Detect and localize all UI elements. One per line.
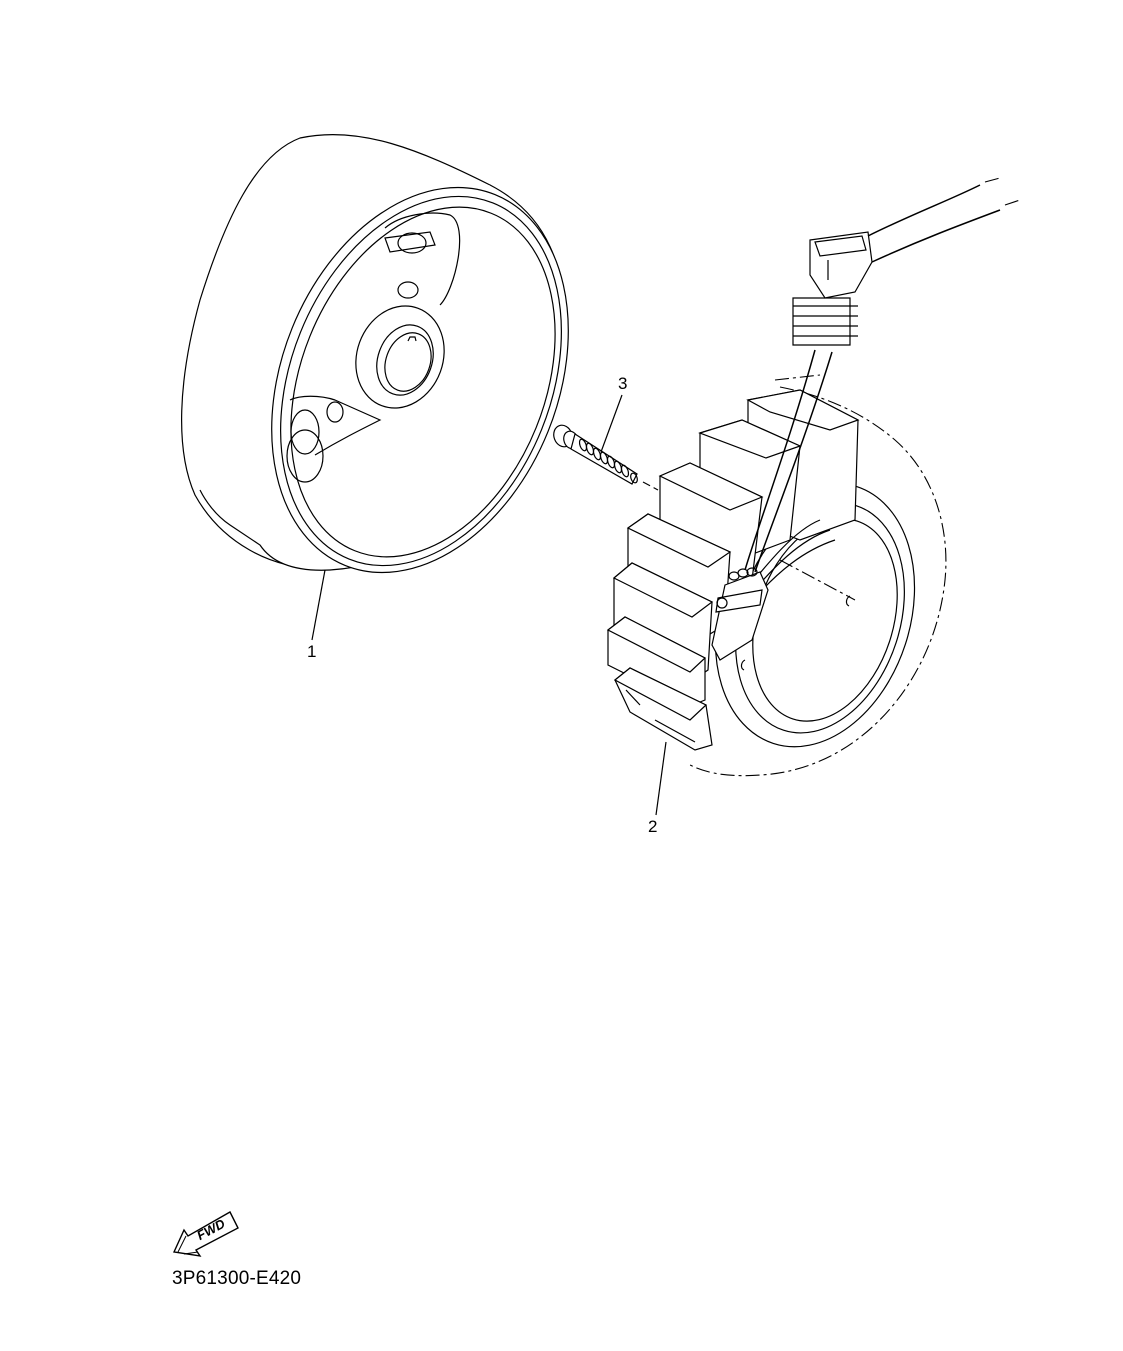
fwd-arrow-icon <box>172 1211 239 1257</box>
leader-line-3 <box>600 394 623 453</box>
bolt-part-3[interactable] <box>551 423 639 485</box>
bolt-axis-line <box>642 481 659 491</box>
rotor-part-1[interactable] <box>181 133 623 618</box>
callout-label-2: 2 <box>648 817 658 836</box>
callout-label-3: 3 <box>618 374 628 393</box>
diagram-code: 3P61300-E420 <box>172 1268 302 1289</box>
leader-line-2 <box>655 741 667 816</box>
forward-direction-arrow: FWD <box>170 1210 242 1260</box>
stator-part-2[interactable] <box>606 177 1021 777</box>
leader-line-1 <box>311 569 326 641</box>
callout-label-1: 1 <box>307 642 317 661</box>
